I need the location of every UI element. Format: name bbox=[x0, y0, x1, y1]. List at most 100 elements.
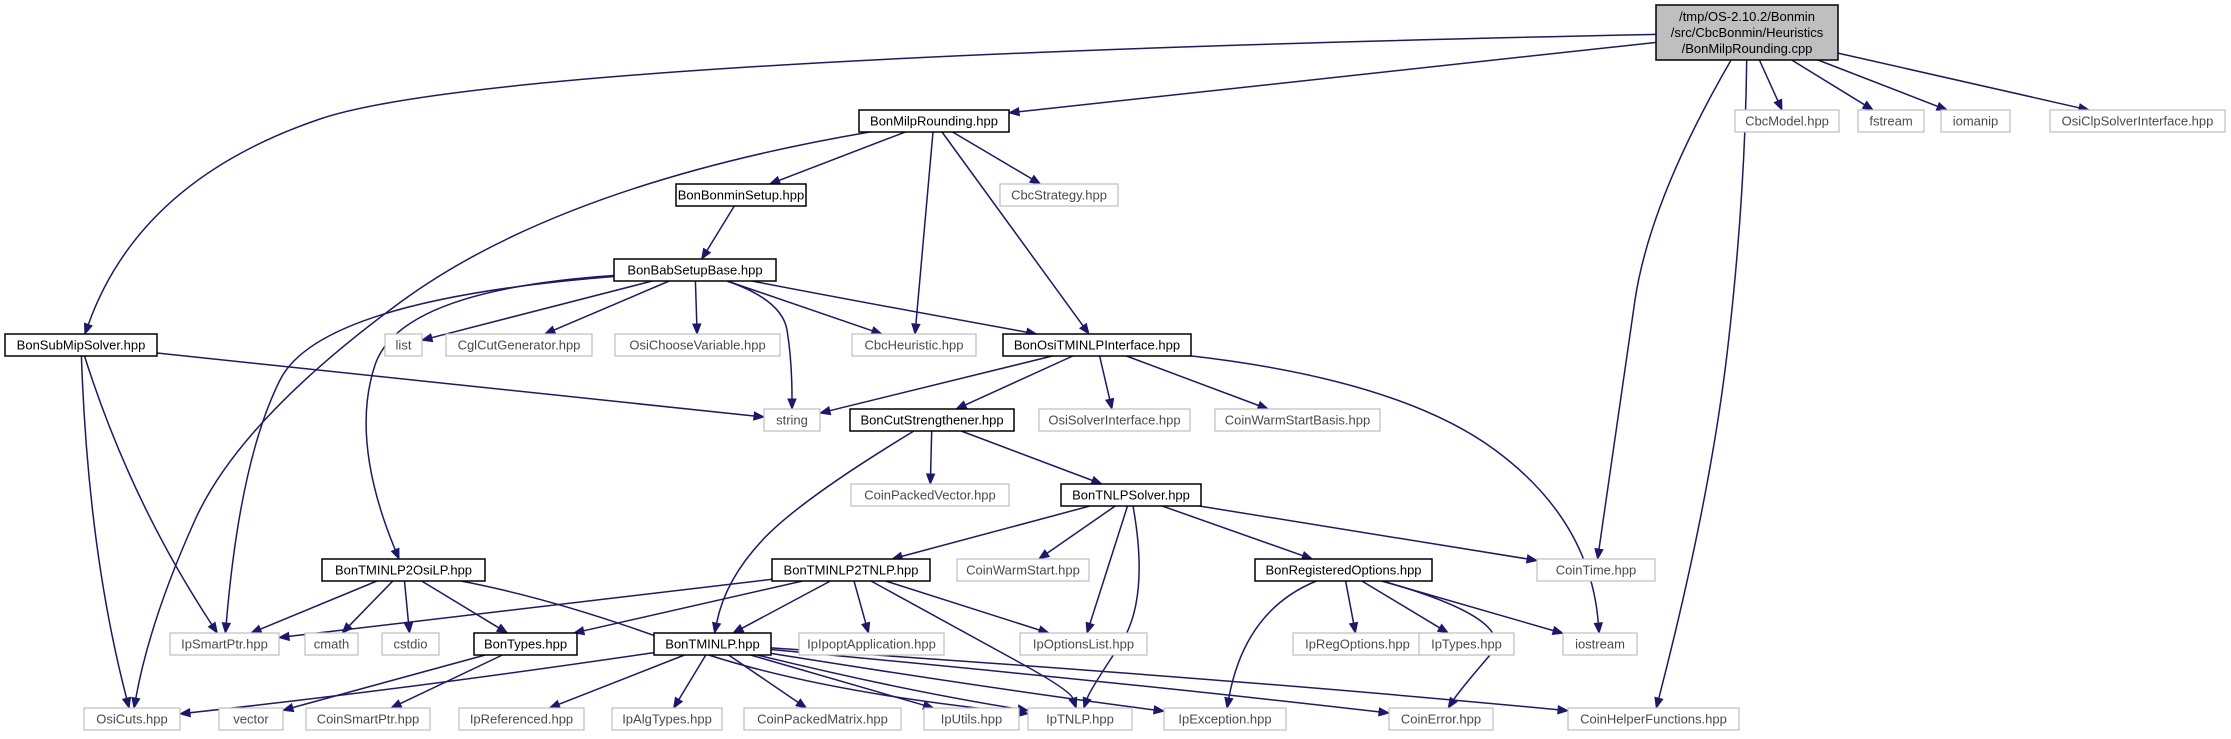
node-bontypes[interactable]: BonTypes.hpp bbox=[473, 632, 578, 656]
node-box bbox=[1254, 558, 1433, 582]
arrowhead-icon bbox=[277, 631, 290, 642]
edge-line bbox=[726, 280, 793, 400]
edge-ositminlp-to-osisolver bbox=[1098, 355, 1115, 411]
node-babsetup[interactable]: BonBabSetupBase.hpp bbox=[613, 258, 777, 282]
edge-tminlp2osilp-to-ipsmart bbox=[249, 580, 378, 634]
edge-tnlpsolver-to-ipoptlist bbox=[1085, 505, 1129, 635]
arrowhead-icon bbox=[1082, 696, 1092, 710]
node-box bbox=[743, 707, 902, 731]
node-label: /BonMilpRounding.cpp bbox=[1682, 41, 1813, 56]
node-box bbox=[473, 632, 578, 656]
edge-tnlpsolver-to-cointime bbox=[1199, 505, 1539, 564]
arrowhead-icon bbox=[420, 333, 434, 343]
edge-line bbox=[135, 131, 870, 699]
node-tminlp[interactable]: BonTMINLP.hpp bbox=[653, 632, 772, 656]
node-coinpv: CoinPackedVector.hpp bbox=[850, 483, 1010, 507]
node-label: cstdio bbox=[394, 637, 428, 652]
node-ipsmart: IpSmartPtr.hpp bbox=[169, 632, 280, 656]
edge-tminlp-to-ipexc bbox=[770, 652, 1166, 715]
arrowhead-icon bbox=[1037, 549, 1051, 560]
node-box bbox=[1567, 707, 1740, 731]
node-label: CoinWarmStart.hpp bbox=[966, 563, 1080, 578]
arrowhead-icon bbox=[1557, 705, 1570, 715]
edge-line bbox=[870, 580, 1074, 699]
node-label: IpAlgTypes.hpp bbox=[622, 712, 712, 727]
node-tnlpsolver[interactable]: BonTNLPSolver.hpp bbox=[1060, 483, 1202, 507]
edge-tminlp-to-iputils bbox=[750, 654, 935, 710]
edge-cutstr-to-tminlp bbox=[711, 430, 915, 635]
edge-ositminlp-to-cutstr bbox=[954, 355, 1074, 410]
arrowhead-icon bbox=[543, 325, 557, 335]
edge-babsetup-to-osichoose bbox=[692, 280, 702, 336]
edge-line bbox=[750, 654, 925, 706]
node-ipalg: IpAlgTypes.hpp bbox=[611, 707, 723, 731]
node-box bbox=[1418, 632, 1515, 656]
edge-line bbox=[728, 654, 799, 704]
edge-babsetup-to-list bbox=[420, 280, 653, 343]
edges-layer bbox=[80, 33, 2091, 718]
edge-line bbox=[1161, 505, 1304, 557]
edge-line bbox=[399, 654, 503, 705]
node-box bbox=[956, 558, 1090, 582]
edge-line bbox=[1126, 355, 1259, 407]
edge-regopts-to-ipregopts bbox=[1344, 580, 1359, 635]
node-iostream: iostream bbox=[1562, 632, 1638, 656]
node-cbcstrategy: CbcStrategy.hpp bbox=[999, 183, 1119, 207]
node-label: CglCutGenerator.hpp bbox=[458, 338, 581, 353]
node-tminlp2tnlp[interactable]: BonTMINLP2TNLP.hpp bbox=[771, 558, 931, 582]
node-ositminlp[interactable]: BonOsiTMINLPInterface.hpp bbox=[1002, 333, 1192, 357]
edge-line bbox=[915, 131, 934, 325]
node-tminlp2osilp[interactable]: BonTMINLP2OsiLP.hpp bbox=[321, 558, 486, 582]
arrowhead-icon bbox=[390, 547, 400, 561]
arrowhead-icon bbox=[207, 621, 219, 635]
node-cglcut: CglCutGenerator.hpp bbox=[445, 333, 593, 357]
arrowhead-icon bbox=[1861, 100, 1875, 111]
node-root[interactable]: /tmp/OS-2.10.2/Bonmin/src/CbcBonmin/Heur… bbox=[1655, 4, 1839, 61]
edge-line bbox=[1086, 505, 1140, 699]
node-box bbox=[1655, 4, 1839, 61]
node-box bbox=[763, 408, 821, 432]
arrowhead-icon bbox=[548, 699, 562, 709]
node-label: /src/CbcBonmin/Heuristics bbox=[1671, 25, 1824, 40]
node-osicuts: OsiCuts.hpp bbox=[83, 707, 181, 731]
edge-milp_hpp-to-osicuts bbox=[131, 131, 870, 710]
node-box bbox=[384, 333, 423, 357]
arrowhead-icon bbox=[1436, 623, 1450, 634]
arrowhead-icon bbox=[954, 400, 968, 410]
node-label: CbcHeuristic.hpp bbox=[865, 338, 964, 353]
node-label: OsiChooseVariable.hpp bbox=[629, 338, 765, 353]
node-label: BonRegisteredOptions.hpp bbox=[1265, 563, 1421, 578]
node-label: CoinWarmStartBasis.hpp bbox=[1225, 413, 1370, 428]
edge-line bbox=[1228, 580, 1317, 699]
node-label: IpRegOptions.hpp bbox=[1305, 637, 1410, 652]
arrowhead-icon bbox=[673, 696, 684, 710]
arrowhead-icon bbox=[1090, 475, 1104, 485]
node-box bbox=[614, 333, 781, 357]
node-cutstr[interactable]: BonCutStrengthener.hpp bbox=[849, 408, 1015, 432]
node-box bbox=[1019, 632, 1148, 656]
edge-line bbox=[225, 275, 615, 624]
node-regopts[interactable]: BonRegisteredOptions.hpp bbox=[1254, 558, 1433, 582]
node-label: BonBonminSetup.hpp bbox=[678, 188, 804, 203]
node-label: IpTNLP.hpp bbox=[1046, 712, 1114, 727]
arrowhead-icon bbox=[1593, 622, 1603, 635]
node-bonminsetup[interactable]: BonBonminSetup.hpp bbox=[675, 183, 807, 207]
edge-line bbox=[1658, 59, 1748, 699]
node-iptypes: IpTypes.hpp bbox=[1418, 632, 1515, 656]
node-box bbox=[1562, 632, 1638, 656]
node-box bbox=[999, 183, 1119, 207]
edge-root-to-cointime bbox=[1594, 59, 1732, 561]
edge-tminlp-to-coinerr bbox=[770, 648, 1391, 717]
edge-tminlp-to-osicuts bbox=[178, 651, 655, 718]
node-label: iostream bbox=[1575, 637, 1625, 652]
node-label: CbcStrategy.hpp bbox=[1011, 188, 1107, 203]
edge-tminlp2tnlp-to-ipoptapp bbox=[853, 580, 871, 635]
node-milp_hpp[interactable]: BonMilpRounding.hpp bbox=[858, 109, 1010, 133]
edge-line bbox=[403, 580, 410, 624]
nodes-layer: /tmp/OS-2.10.2/Bonmin/src/CbcBonmin/Heur… bbox=[4, 4, 2226, 731]
node-submip[interactable]: BonSubMipSolver.hpp bbox=[4, 333, 158, 357]
edge-line bbox=[288, 578, 773, 638]
edge-line bbox=[941, 131, 1084, 327]
edge-line bbox=[960, 430, 1093, 482]
node-label: BonTypes.hpp bbox=[484, 637, 567, 652]
